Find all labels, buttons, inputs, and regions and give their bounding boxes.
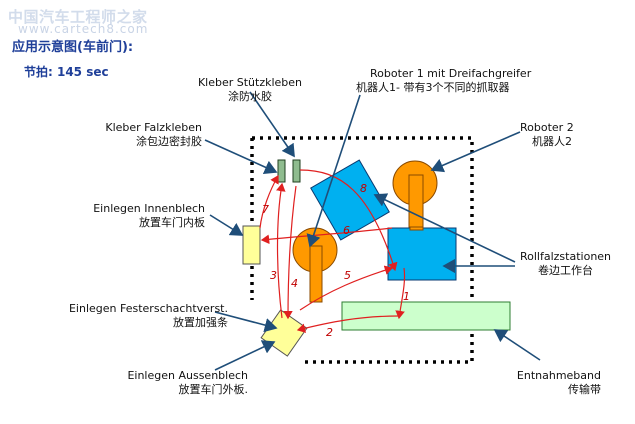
flow-arrow-3 — [276, 182, 286, 319]
flow-arrow-2 — [296, 315, 399, 333]
pointer-robot1 — [306, 94, 361, 248]
watermark-text: 中国汽车工程师之家 — [8, 8, 148, 26]
callout-pointers — [204, 91, 541, 371]
label-entnahmeband-cn: 传输带 — [568, 383, 601, 396]
pointer-innenblech — [209, 214, 244, 236]
aussenblech-station — [260, 309, 308, 357]
pointer-fenster — [214, 311, 278, 333]
step-number-3: 3 — [270, 269, 277, 282]
label-rollfalz: Rollfalzstationen 卷边工作台 — [520, 250, 611, 278]
label-fensterschacht-de: Einlegen Festerschachtverst. — [68, 302, 228, 315]
innenblech-station — [242, 225, 261, 265]
step-number-6: 6 — [343, 224, 350, 237]
adhesive-dispenser-stuetz — [292, 159, 301, 183]
rollfalz-station-upper — [310, 159, 390, 241]
label-entnahmeband: Entnahmeband 传输带 — [500, 369, 601, 397]
label-robot2-de: Roboter 2 — [520, 121, 574, 134]
label-rollfalz-de: Rollfalzstationen — [520, 250, 612, 263]
label-stuetzkleben-de: Kleber Stützkleben — [197, 76, 303, 89]
label-entnahmeband-de: Entnahmeband — [516, 369, 601, 382]
label-falzkleben: Kleber Falzkleben 涂包边密封胶 — [60, 121, 202, 149]
step-number-4: 4 — [291, 277, 298, 290]
flow-arrow-1 — [395, 267, 406, 320]
label-robot1-de: Roboter 1 mit Dreifachgreifer — [370, 67, 532, 80]
label-fensterschacht: Einlegen Festerschachtverst. 放置加强条 — [40, 302, 228, 330]
step-number-8: 8 — [360, 182, 367, 195]
label-aussenblech: Einlegen Aussenblech 放置车门外板. — [80, 369, 248, 397]
flow-arrow-4 — [283, 185, 297, 320]
pointer-robot2 — [430, 131, 521, 173]
label-fensterschacht-cn: 放置加强条 — [173, 316, 228, 329]
pointer-entnahme — [493, 329, 541, 361]
watermark-url: www.cartech8.com — [18, 22, 149, 36]
label-robot2-cn: 机器人2 — [532, 135, 572, 148]
label-innenblech-cn: 放置车门内板 — [139, 216, 205, 229]
flow-arrow-6 — [260, 227, 393, 245]
label-robot1: Roboter 1 mit Dreifachgreifer 机器人1- 带有3个… — [356, 67, 531, 95]
label-falzkleben-de: Kleber Falzkleben — [105, 121, 202, 134]
label-robot1-cn: 机器人1- 带有3个不同的抓取器 — [356, 81, 510, 94]
flow-arrow-7 — [259, 174, 279, 229]
pointer-stuetz — [249, 91, 295, 158]
robot2-arm-top — [408, 174, 424, 228]
pointer-aussenblech — [214, 340, 276, 371]
label-stuetzkleben: Kleber Stützkleben 涂防水胶 — [160, 76, 340, 104]
label-aussenblech-de: Einlegen Aussenblech — [127, 369, 248, 382]
label-falzkleben-cn: 涂包边密封胶 — [136, 135, 202, 148]
label-stuetzkleben-cn: 涂防水胶 — [228, 90, 272, 103]
robot1-arm — [309, 245, 323, 303]
label-aussenblech-cn: 放置车门外板. — [178, 383, 249, 396]
pointer-rollfalz-upper — [373, 193, 516, 263]
page-title: 应用示意图(车前门): — [12, 40, 134, 55]
cell-boundary — [250, 136, 474, 364]
label-innenblech: Einlegen Innenblech 放置车门内板 — [60, 202, 205, 230]
step-number-1: 1 — [403, 290, 410, 303]
step-number-2: 2 — [326, 326, 333, 339]
step-number-7: 7 — [262, 203, 269, 216]
adhesive-dispenser-falz — [277, 159, 286, 183]
conveyor-belt — [341, 301, 511, 331]
rollfalz-station-lower — [387, 227, 457, 281]
label-robot2: Roboter 2 机器人2 — [520, 121, 574, 149]
cycle-time: 节拍: 145 sec — [24, 65, 109, 79]
flow-arrow-8 — [299, 169, 398, 272]
pointer-falz — [204, 139, 278, 174]
flow-arrow-5 — [299, 265, 394, 311]
process-flow — [259, 169, 406, 333]
label-innenblech-de: Einlegen Innenblech — [93, 202, 205, 215]
label-rollfalz-cn: 卷边工作台 — [538, 264, 593, 277]
step-number-5: 5 — [344, 269, 351, 282]
